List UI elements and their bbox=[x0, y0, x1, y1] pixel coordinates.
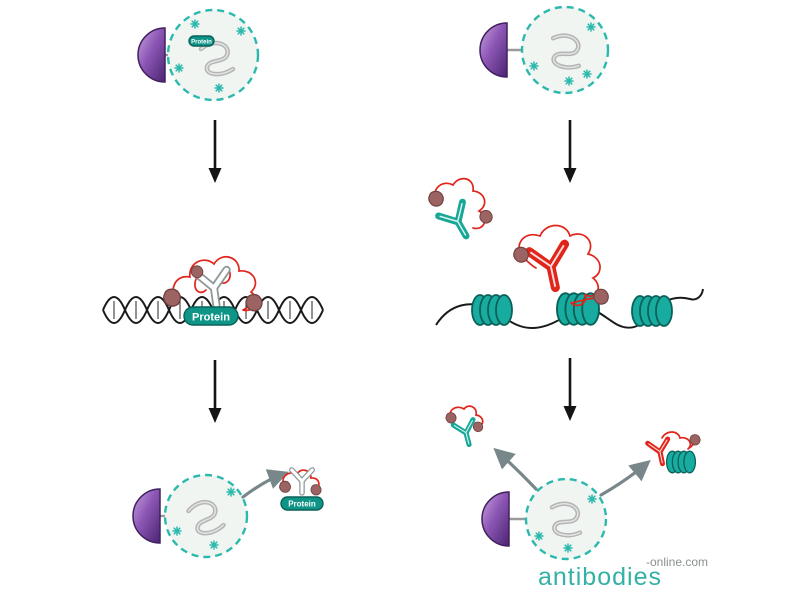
epitope-blob-icon bbox=[593, 288, 609, 305]
antibody-icon bbox=[439, 202, 478, 243]
vesicle-membrane-circle bbox=[163, 473, 249, 559]
released-protein-complex: Protein bbox=[279, 469, 324, 511]
sparkle-icon bbox=[582, 69, 592, 79]
sparkle-icon bbox=[190, 19, 200, 29]
epitope-blob-icon bbox=[472, 421, 484, 433]
magnetic-bead-icon bbox=[479, 22, 508, 78]
release-step-right bbox=[445, 405, 701, 561]
sample-vesicle-bottom-right bbox=[481, 477, 608, 561]
sparkle-icon bbox=[174, 63, 184, 73]
epitope-blob-icon bbox=[245, 293, 263, 312]
down-arrow-icon bbox=[207, 118, 223, 185]
nucleosome-icon bbox=[471, 294, 513, 326]
release-step-left: Protein bbox=[132, 469, 324, 559]
sparkle-icon bbox=[534, 531, 544, 541]
vesicle-membrane-circle bbox=[166, 8, 260, 102]
sparkle-icon bbox=[586, 22, 596, 32]
magnetic-bead-icon bbox=[481, 491, 510, 547]
nucleosome-icon bbox=[631, 295, 673, 327]
cell-protein-badge-text: Protein bbox=[191, 40, 212, 46]
epitope-blob-icon bbox=[428, 190, 444, 207]
dna-protein-antibody-complex: Protein bbox=[102, 255, 324, 326]
sparkle-icon bbox=[563, 543, 573, 553]
magnetic-bead-icon bbox=[137, 27, 166, 83]
sparkle-icon bbox=[226, 487, 236, 497]
sparkle-icon bbox=[209, 540, 219, 550]
epitope-blob-icon bbox=[479, 209, 493, 224]
down-arrow-icon bbox=[207, 358, 223, 425]
sparkle-icon bbox=[172, 526, 182, 536]
nucleosome-icon bbox=[665, 450, 697, 474]
epitope-blob-icon bbox=[310, 484, 322, 496]
vesicle-membrane-circle bbox=[520, 5, 610, 95]
epitope-blob-icon bbox=[513, 246, 529, 263]
sparkle-icon bbox=[214, 83, 224, 93]
released-teal-complex bbox=[445, 405, 484, 447]
released-protein-text: Protein bbox=[288, 500, 316, 509]
sparkle-icon bbox=[564, 76, 574, 86]
red-antibody-complex bbox=[513, 224, 609, 307]
sparkle-icon bbox=[587, 494, 597, 504]
release-arrow-icon bbox=[599, 459, 651, 497]
crosslink-string bbox=[449, 405, 484, 428]
down-arrow-icon bbox=[562, 356, 578, 423]
cell-protein-badge-pill bbox=[188, 35, 215, 47]
sparkle-icon bbox=[236, 26, 246, 36]
brand-logo-suffix: -online.com bbox=[646, 555, 708, 569]
release-arrow-icon bbox=[493, 447, 538, 491]
left-workflow-column: Protein Protein bbox=[102, 8, 324, 559]
released-red-complex bbox=[648, 431, 701, 474]
released-protein-pill bbox=[280, 496, 324, 511]
sample-vesicle-top-left: Protein bbox=[137, 8, 260, 102]
protein-label-pill bbox=[183, 306, 239, 326]
sparkle-icon bbox=[529, 61, 539, 71]
brand-logo-text: antibodies bbox=[538, 563, 662, 591]
protein-label-text: Protein bbox=[192, 312, 230, 324]
epitope-blob-icon bbox=[689, 434, 701, 446]
epitope-blob-icon bbox=[190, 265, 204, 279]
sample-vesicle-bottom-left bbox=[132, 473, 249, 559]
magnetic-bead-icon bbox=[132, 488, 161, 544]
crosslink-string bbox=[172, 255, 257, 312]
cell-protein-badge: Protein bbox=[188, 35, 215, 47]
brand-logo: antibodies -online.com bbox=[538, 555, 708, 591]
antibody-icon bbox=[292, 470, 312, 493]
chromatin-antibody-complex bbox=[428, 177, 704, 330]
epitope-blob-icon bbox=[279, 480, 291, 493]
teal-antibody-complex bbox=[428, 177, 493, 243]
crosslink-string bbox=[282, 469, 320, 491]
release-arrow-icon bbox=[241, 469, 289, 499]
epitope-blob-icon bbox=[445, 412, 457, 424]
down-arrow-icon bbox=[562, 118, 578, 185]
protein-label: Protein bbox=[183, 306, 239, 326]
epitope-blob-icon bbox=[163, 288, 182, 307]
right-workflow-column bbox=[428, 5, 704, 561]
vesicle-membrane-circle bbox=[524, 477, 608, 561]
sample-vesicle-top-right bbox=[479, 5, 610, 95]
